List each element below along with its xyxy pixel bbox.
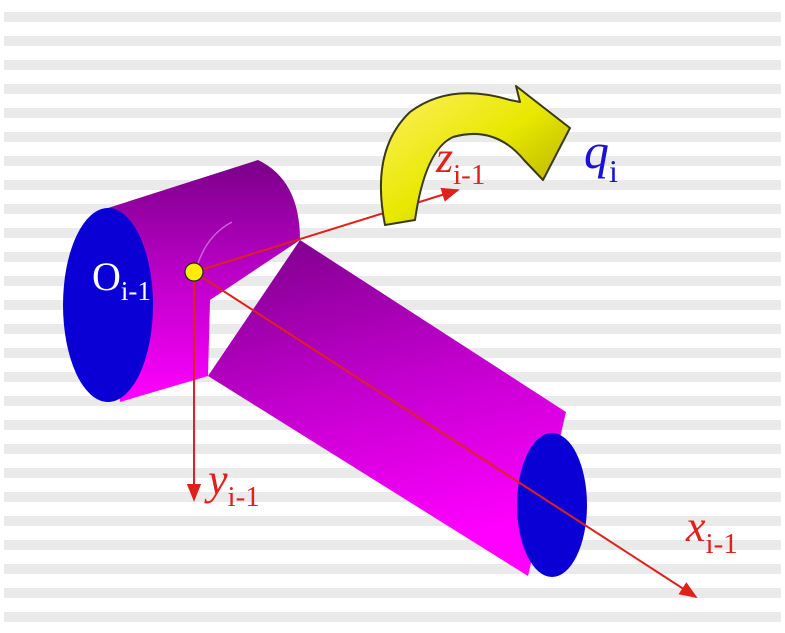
background-stripe <box>4 540 781 550</box>
joint-variable-label-base: q <box>584 123 609 179</box>
background-stripe <box>4 36 781 46</box>
background-stripe <box>4 12 781 22</box>
background-stripe <box>4 252 781 262</box>
origin-label-sub: i-1 <box>121 276 151 306</box>
link-arm-body <box>208 240 566 576</box>
background-stripe <box>4 612 781 622</box>
curved-rotation-arrow-icon <box>379 85 571 226</box>
y-axis-label-sub: i-1 <box>228 481 260 513</box>
x-axis-label-sub: i-1 <box>706 528 738 560</box>
z-axis-label-sub: i-1 <box>453 159 485 191</box>
x-axis-label: xi-1 <box>685 502 738 560</box>
x-axis-label-base: x <box>685 502 706 551</box>
origin-label-base: O <box>92 254 121 299</box>
background-stripe <box>4 228 781 238</box>
x-axis-arrow <box>193 271 698 598</box>
background-stripe <box>4 60 781 70</box>
joint-variable-label-sub: i <box>609 153 618 189</box>
background-stripe <box>4 564 781 574</box>
background-stripe <box>4 276 781 286</box>
svg-text:yi-1: yi-1 <box>204 455 260 513</box>
link-arm <box>208 240 587 577</box>
background-stripe <box>4 108 781 118</box>
joint-cylinder <box>63 160 300 402</box>
svg-text:xi-1: xi-1 <box>685 502 738 560</box>
origin-point <box>184 262 204 282</box>
svg-text:zi-1: zi-1 <box>435 133 485 191</box>
z-axis-label-base: z <box>435 133 453 182</box>
origin-label: Oi-1 <box>92 254 151 306</box>
svg-text:Oi-1: Oi-1 <box>92 254 151 306</box>
background-stripe <box>4 492 781 502</box>
link-arm-end-face <box>517 433 587 577</box>
svg-text:qi: qi <box>584 123 618 189</box>
y-axis-label: yi-1 <box>204 455 260 513</box>
rotation-arrow-shape <box>379 85 571 226</box>
background-stripe <box>4 588 781 598</box>
joint-variable-label: qi <box>584 123 618 189</box>
joint-cylinder-body <box>108 160 300 402</box>
joint-cylinder-end-face <box>63 208 153 402</box>
z-axis-label: zi-1 <box>435 133 485 191</box>
background-stripe <box>4 84 781 94</box>
background-stripe <box>4 516 781 526</box>
y-axis-label-base: y <box>204 455 228 504</box>
